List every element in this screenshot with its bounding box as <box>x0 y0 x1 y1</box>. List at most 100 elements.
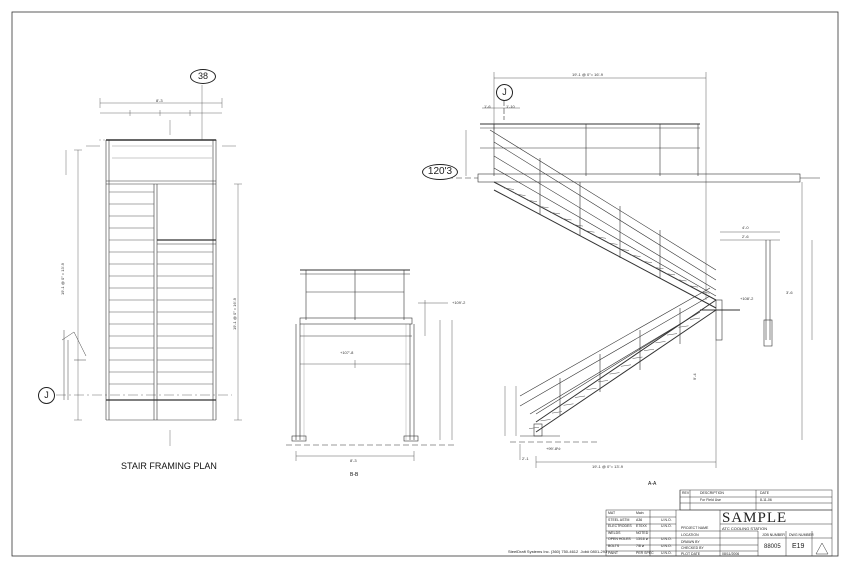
dim-plan-right: 19'-1 @ 0" = 16'-9 <box>232 297 237 330</box>
project-name: ATC COOLING STATION <box>722 526 768 531</box>
plot-date-label: PLOT DATE <box>681 552 701 556</box>
title-block-lines <box>605 489 833 557</box>
drawn-by-label: DRAWN BY <box>681 540 700 544</box>
date-header: DATE <box>760 491 770 495</box>
plan-dimensions <box>56 85 242 446</box>
spec-label: ELECTRODES <box>608 524 632 529</box>
upper-tread <box>607 242 618 245</box>
spec-label: MAT <box>608 511 616 515</box>
spec-unit: U.N.O. <box>661 524 672 529</box>
dim-2-6: 2'-6 <box>742 234 749 239</box>
description-header: DESCRIPTION <box>700 491 724 495</box>
dim-plan-width: 8'-3 <box>156 98 163 103</box>
left-wall-detail <box>61 330 87 400</box>
plan-treads-left <box>109 191 154 385</box>
company-name: SteelDraft Systems Inc. (360) 750-4612 <box>508 549 579 554</box>
lower-tread <box>666 333 678 336</box>
section-aa-label: A-A <box>648 481 657 487</box>
spec-label: STEEL ASTM <box>608 517 630 522</box>
lower-tread <box>574 395 586 398</box>
upper-tread <box>561 218 572 221</box>
job-ref: Job# 0801-293 <box>580 549 608 554</box>
job-number: 88005 <box>764 544 781 550</box>
upper-tread <box>549 212 561 215</box>
upper-tread <box>687 285 699 288</box>
dwg-number-label: DWG NUMBER <box>789 533 814 537</box>
dim-1-6: 1'-6 <box>484 104 491 109</box>
lower-tread <box>563 403 574 406</box>
upper-flight-treads <box>503 187 710 294</box>
upper-tread <box>584 230 595 233</box>
dim-1-10: 1'-10 <box>506 104 515 109</box>
lower-tread <box>597 380 609 383</box>
lower-tread <box>586 387 597 390</box>
grid-bubble-j-plan: J <box>38 387 55 404</box>
plan-treads-right <box>157 251 213 385</box>
lower-tread <box>678 325 689 328</box>
upper-tread <box>538 206 549 209</box>
lower-tread <box>609 372 620 375</box>
elev-107: +107'-8 <box>340 350 354 355</box>
upper-tread <box>572 224 584 227</box>
spec-value: 7/8 ø <box>636 544 644 548</box>
dwg-number: E19 <box>792 543 805 550</box>
spec-unit: U.N.O. <box>661 537 672 542</box>
spec-label: BOLTS <box>608 544 620 548</box>
dim-9-4: 9'-4 <box>692 373 697 380</box>
lower-tread <box>551 411 563 414</box>
spec-label: PAINT <box>608 550 619 555</box>
upper-tread <box>676 279 687 282</box>
elev-108: +108'-2 <box>740 296 754 301</box>
dim-2-1: 2'-1 <box>522 456 529 461</box>
lower-tread <box>528 426 540 429</box>
project-name-label: PROJECT NAME <box>681 526 709 530</box>
spec-value: E70XX <box>636 524 647 529</box>
spec-value: PER SPEC <box>636 550 654 555</box>
rev-header: REV <box>682 491 690 495</box>
lower-flight-treads <box>528 317 701 429</box>
spec-value: Main <box>636 511 644 515</box>
upper-tread <box>664 273 676 276</box>
lower-tread <box>620 364 632 367</box>
spec-unit: U.N.O. <box>661 517 672 522</box>
rev-note: For Field Use <box>700 498 722 502</box>
lower-tread <box>540 419 551 422</box>
dim-4-0: 4'-0 <box>742 225 749 230</box>
spec-label: WELDS <box>608 530 621 535</box>
job-number-label: JOB NUMBER <box>762 533 785 537</box>
dim-section-width: 8'-3 <box>350 458 357 463</box>
sample-stamp: SAMPLE <box>722 510 788 526</box>
grid-bubble-j-elev: J <box>496 84 513 101</box>
upper-tread <box>641 260 653 263</box>
section-bb-label: B-B <box>350 472 359 478</box>
upper-tread <box>618 248 630 251</box>
company-line: SteelDraft Systems Inc. (360) 750-4612 J… <box>508 549 607 554</box>
location-label: LOCATION <box>681 533 699 537</box>
lower-tread <box>632 356 643 359</box>
dim-3-6: 3'-6 <box>786 290 793 295</box>
upper-tread <box>595 236 607 239</box>
spec-value: 13/16 ø <box>636 537 648 542</box>
dim-top-elevation: 19'-1 @ 0"= 16'-9 <box>572 72 603 77</box>
checked-by-label: CHECKED BY <box>681 546 704 550</box>
upper-tread <box>699 291 710 294</box>
spec-unit: U.N.O. <box>661 550 672 555</box>
plot-date: 08/11/2006 <box>722 552 740 556</box>
elevation-bubble-120: 120'3 <box>422 164 458 180</box>
elev-99: +99'-8½ <box>546 446 561 451</box>
rev-date: 8-11-06 <box>760 498 772 502</box>
sheet-border <box>11 11 839 557</box>
lower-tread <box>643 348 655 351</box>
upper-tread <box>526 199 538 202</box>
upper-tread <box>653 267 664 270</box>
section-bb <box>286 269 456 461</box>
dim-plan-left: 19'-1 @ 0" = 13'-9 <box>60 262 65 295</box>
upper-tread <box>630 254 641 257</box>
spec-value: NOTED <box>636 530 649 535</box>
upper-tread <box>515 193 526 196</box>
upper-tread <box>503 187 515 190</box>
section-aa <box>438 72 820 468</box>
grid-bubble-38: 38 <box>190 69 216 84</box>
